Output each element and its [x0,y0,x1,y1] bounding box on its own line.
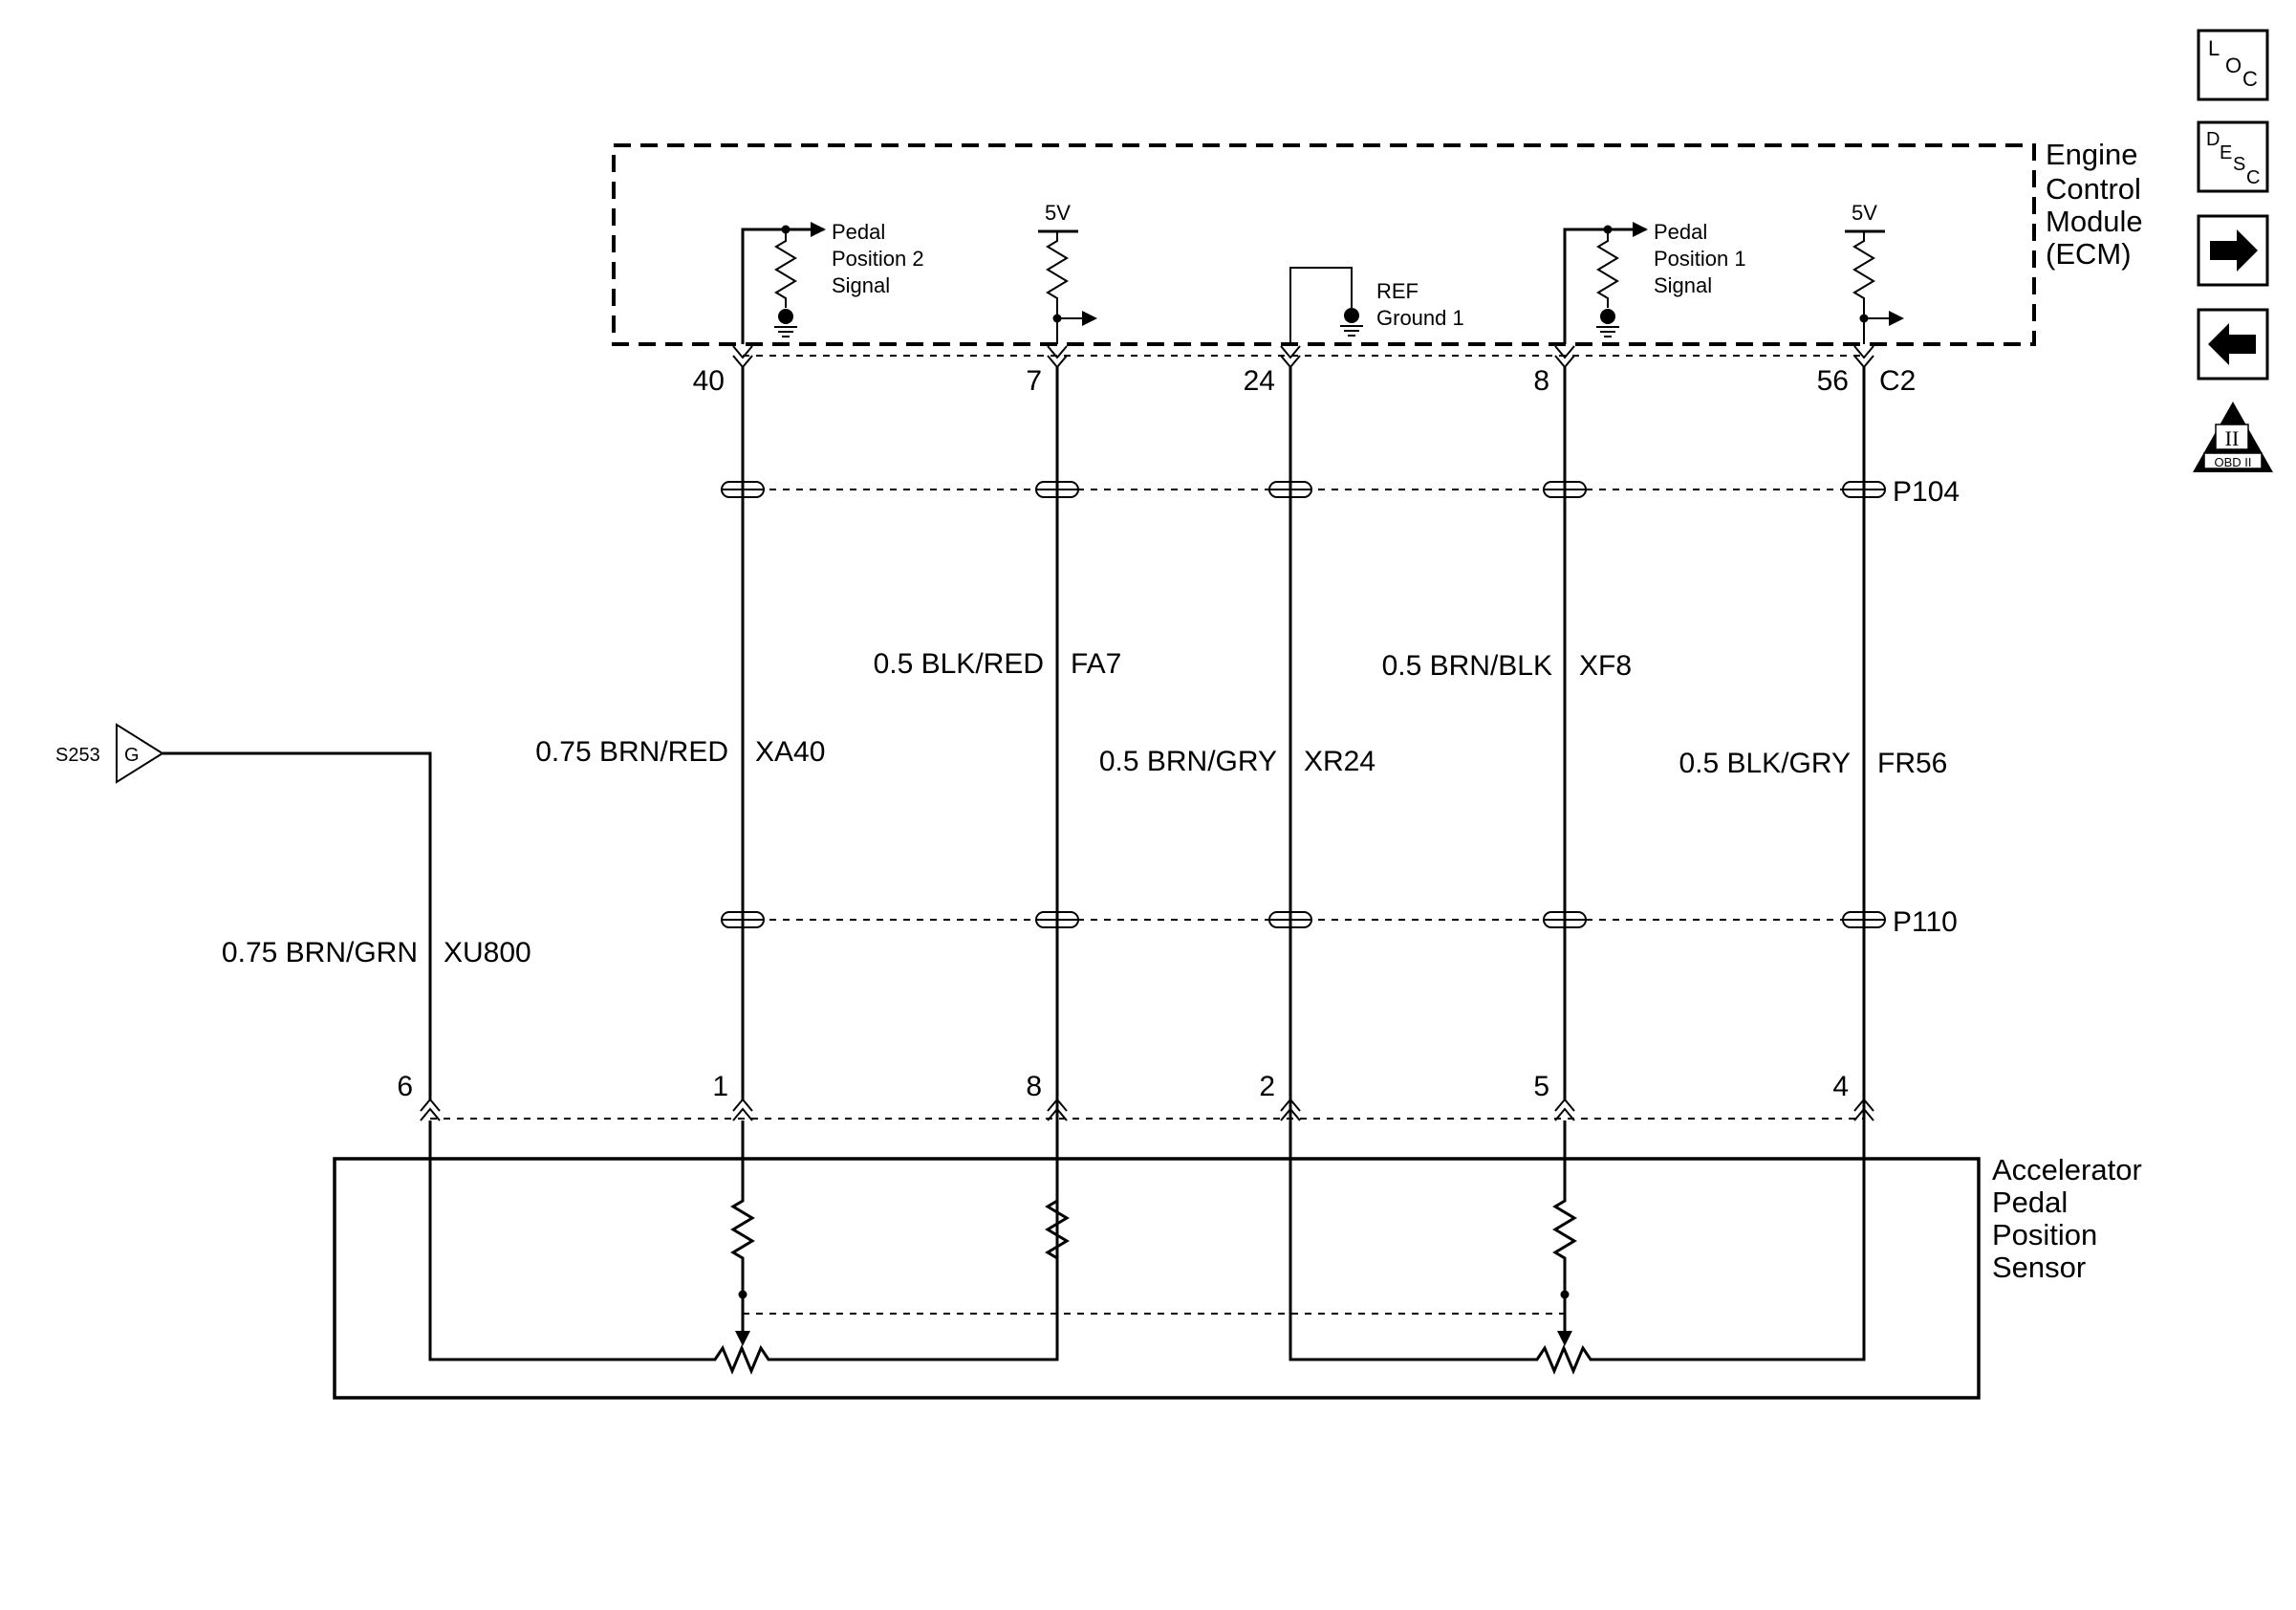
wire-color-xa40: 0.75 BRN/RED [535,736,728,768]
sensor-pin-1: 1 [712,1071,728,1102]
svg-text:O: O [2225,54,2242,77]
ecm-title-line-4: (ECM) [2046,237,2132,271]
splice-s253: S253 G [55,723,432,1101]
ecm-pin-40: 40 [693,365,725,397]
circuit-fa7: FA7 [1071,648,1121,680]
ground-icon [1600,309,1615,324]
potentiometer-a [428,1120,1070,1375]
p104-label: P104 [1893,476,1960,508]
svg-text:C: C [2242,67,2258,91]
svg-text:D: D [2206,129,2220,150]
circuit-xf8: XF8 [1579,650,1632,682]
sensor-pin-6: 6 [397,1071,413,1102]
loc-icon[interactable]: L O C [2197,29,2269,101]
ecm-internal-5v-supply-a: 5V [1038,201,1097,344]
splice-label: S253 [55,745,100,766]
pp2-label-line-1: Pedal [832,220,885,244]
ecm-title-line-1: Engine [2046,138,2138,171]
wire-color-fa7: 0.5 BLK/RED [874,648,1044,680]
sensor-pin-8: 8 [1026,1071,1042,1102]
svg-text:E: E [2220,142,2232,163]
potentiometer-b [1289,1120,1866,1375]
svg-text:L: L [2208,36,2220,60]
next-arrow-icon[interactable] [2197,214,2269,287]
svg-text:OBD II: OBD II [2214,455,2251,469]
previous-arrow-icon[interactable] [2197,308,2269,381]
pp2-label-line-3: Signal [832,273,890,297]
svg-text:S: S [2233,154,2245,175]
sensor-title-line-3: Position [1992,1218,2097,1251]
pp1-label-line-2: Position 1 [1654,247,1746,271]
nav-icons: L O C D E S C II OBD II [2193,29,2273,472]
wire-labels: 0.75 BRN/RED XA40 0.5 BLK/RED FA7 0.5 BR… [222,648,1947,968]
splice-triangle-icon [116,723,164,784]
sensor-pin-2: 2 [1259,1071,1275,1102]
wire-color-xf8: 0.5 BRN/BLK [1382,650,1552,682]
accelerator-pedal-sensor: Accelerator Pedal Position Sensor [333,1120,2142,1400]
ecm-internal-pedal-position-2: Pedal Position 2 Signal [741,220,924,344]
svg-text:II: II [2225,426,2240,450]
supply-5v-label: 5V [1045,201,1071,225]
ecm-title-line-2: Control [2046,172,2141,206]
ecm-pin-56: 56 [1817,365,1849,397]
svg-text:C: C [2246,167,2260,188]
ecm-internal-pedal-position-1: Pedal Position 1 Signal [1563,220,1746,344]
arrow-icon [1633,222,1648,237]
arrow-icon [1889,311,1904,326]
circuit-xu800: XU800 [444,937,531,968]
inline-connector-p104: P104 [721,476,1960,508]
splice-symbol: G [124,745,140,766]
wire-color-xr24: 0.5 BRN/GRY [1099,746,1277,777]
ref-ground-label-line-1: REF [1376,279,1419,303]
circuit-xr24: XR24 [1304,746,1375,777]
ecm-connector-id: C2 [1879,365,1916,397]
ecm-internal-ref-ground: REF Ground 1 [1289,267,1464,344]
inline-connector-p110: P110 [721,906,1958,938]
ecm-module: Engine Control Module (ECM) Pedal Positi… [612,138,2143,346]
harness-wires [741,367,1866,1360]
sensor-connector-terminals [420,1098,1874,1121]
arrow-icon [1082,311,1097,326]
desc-icon[interactable]: D E S C [2197,120,2269,193]
pp2-label-line-2: Position 2 [832,247,924,271]
ground-icon [778,309,793,324]
ecm-title-line-3: Module [2046,205,2143,238]
circuit-xa40: XA40 [755,736,825,768]
arrow-icon [811,222,826,237]
pp1-label-line-1: Pedal [1654,220,1707,244]
ground-icon [1344,308,1359,323]
sensor-boundary [333,1157,1981,1400]
obd-ii-icon[interactable]: II OBD II [2193,402,2273,472]
pp1-label-line-3: Signal [1654,273,1712,297]
sensor-title-line-4: Sensor [1992,1251,2086,1284]
sensor-pin-4: 4 [1832,1071,1849,1102]
wire-xu800 [162,751,432,1101]
ecm-pin-7: 7 [1026,365,1042,397]
ref-ground-label-line-2: Ground 1 [1376,306,1464,330]
sensor-title-line-1: Accelerator [1992,1153,2142,1186]
circuit-fr56: FR56 [1877,748,1947,779]
wire-color-xu800: 0.75 BRN/GRN [222,937,418,968]
supply-5v-label: 5V [1852,201,1877,225]
ecm-boundary [612,143,2036,346]
sensor-pin-5: 5 [1533,1071,1549,1102]
p110-label: P110 [1893,906,1958,938]
ecm-internal-5v-supply-b: 5V [1845,201,1904,344]
wire-color-fr56: 0.5 BLK/GRY [1679,748,1851,779]
sensor-title-line-2: Pedal [1992,1186,2068,1219]
ecm-pin-8: 8 [1533,365,1549,397]
ecm-pin-24: 24 [1244,365,1275,397]
